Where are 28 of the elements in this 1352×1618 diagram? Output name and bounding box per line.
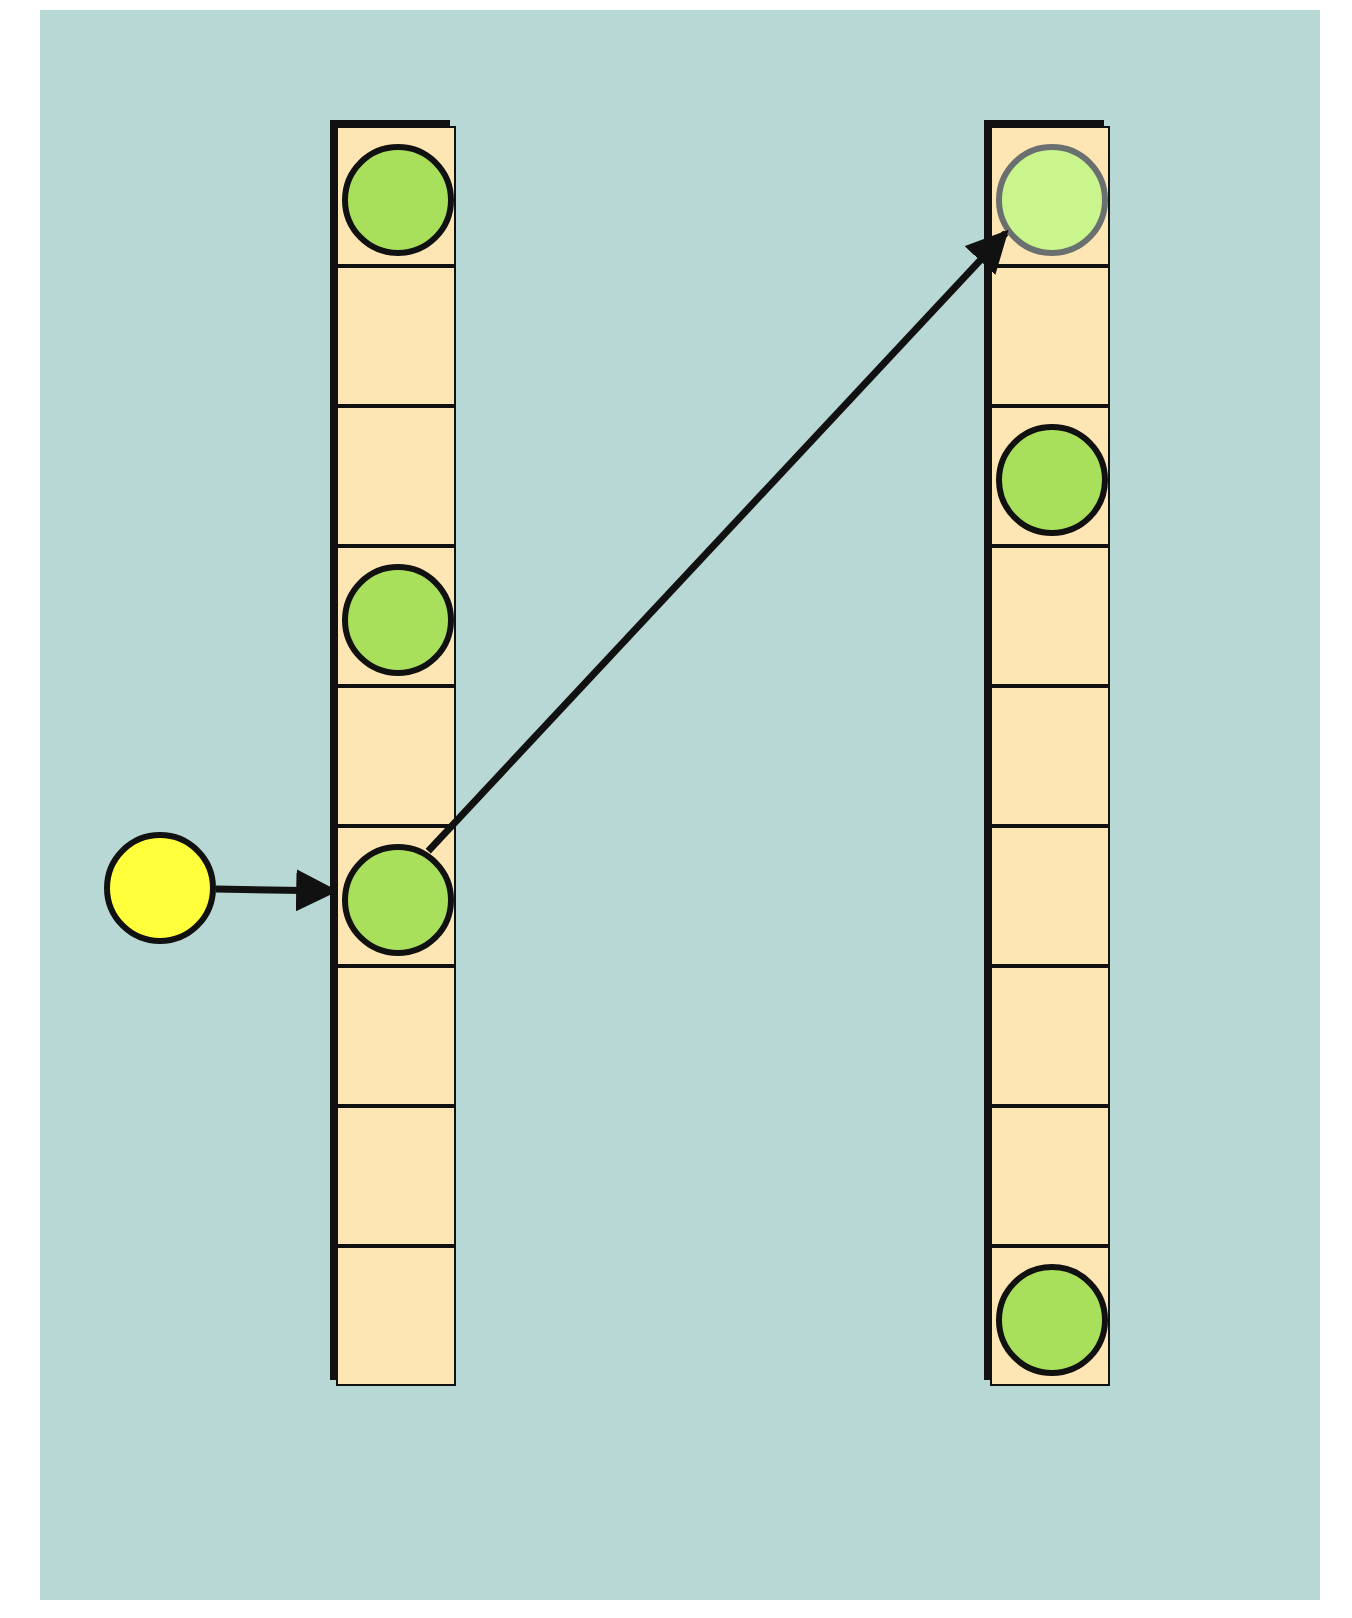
circle-marker [342, 144, 454, 256]
circle-marker [104, 832, 216, 944]
circle-marker [342, 844, 454, 956]
table-slot [336, 826, 456, 966]
circle-marker [996, 144, 1108, 256]
table-slot [990, 266, 1110, 406]
table-slot [990, 546, 1110, 686]
table-column [984, 120, 1104, 1380]
table-column [330, 120, 450, 1380]
table-slot [336, 266, 456, 406]
arrow [425, 229, 1009, 854]
table-slot [990, 966, 1110, 1106]
circle-marker [342, 564, 454, 676]
table-slot [336, 1246, 456, 1386]
table-slot [336, 406, 456, 546]
circle-marker [996, 424, 1108, 536]
table-slot [990, 826, 1110, 966]
table-slot [990, 686, 1110, 826]
table-slot [990, 406, 1110, 546]
table-slot [336, 966, 456, 1106]
table-slot [990, 1246, 1110, 1386]
table-slot [336, 1106, 456, 1246]
table-slot [336, 686, 456, 826]
table-slot [990, 126, 1110, 266]
circle-marker [996, 1264, 1108, 1376]
table-slot [336, 126, 456, 266]
table-slot [336, 546, 456, 686]
table-slot [990, 1106, 1110, 1246]
